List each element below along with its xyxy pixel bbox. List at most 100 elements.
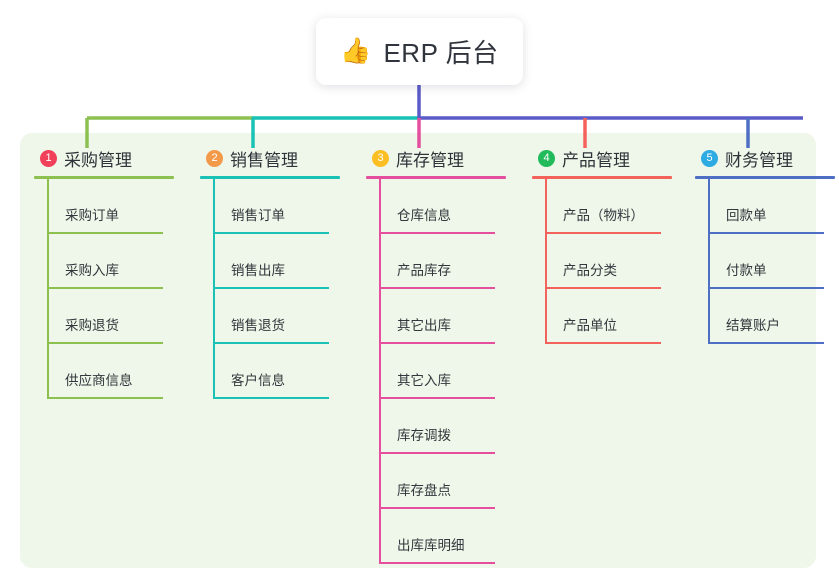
leaf-node-label: 回款单	[726, 208, 767, 223]
leaf-node-underline	[47, 232, 163, 234]
leaf-node-label: 产品（物料）	[563, 208, 644, 223]
branch-header-underline	[366, 176, 506, 179]
leaf-node-underline	[708, 342, 824, 344]
branch-items-4: 产品（物料） 产品分类产品单位	[545, 179, 686, 344]
root-node[interactable]: 👍 ERP 后台	[316, 18, 523, 85]
leaf-node-underline	[379, 342, 495, 344]
branch-number-badge: 3	[372, 149, 389, 167]
leaf-node[interactable]: 出库库明细	[379, 509, 520, 564]
leaf-node-label: 供应商信息	[65, 373, 133, 388]
branch-header-underline	[34, 176, 174, 179]
branch-header-5[interactable]: 5 财务管理	[689, 146, 839, 170]
branch-header-underline	[532, 176, 672, 179]
leaf-node[interactable]: 仓库信息	[379, 179, 520, 234]
branch-number-badge: 1	[40, 149, 57, 167]
leaf-node[interactable]: 销售出库	[213, 234, 354, 289]
branch-spine	[213, 179, 215, 399]
branch-title: 财务管理	[725, 150, 793, 170]
branch-items-1: 采购订单采购入库采购退货供应商信息	[47, 179, 188, 399]
leaf-node-underline	[708, 287, 824, 289]
leaf-node-label: 采购入库	[65, 263, 119, 278]
branch-spine	[379, 179, 381, 564]
leaf-node[interactable]: 库存调拨	[379, 399, 520, 454]
leaf-node[interactable]: 产品（物料）	[545, 179, 686, 234]
leaf-node-label: 库存调拨	[397, 428, 451, 443]
leaf-node[interactable]: 采购入库	[47, 234, 188, 289]
branch-header-3[interactable]: 3 库存管理	[360, 146, 520, 170]
leaf-node-underline	[213, 232, 329, 234]
branch-spine	[708, 179, 710, 344]
leaf-node-underline	[545, 287, 661, 289]
leaf-node[interactable]: 其它入库	[379, 344, 520, 399]
leaf-node-underline	[545, 232, 661, 234]
branches-panel	[20, 133, 816, 568]
leaf-node-label: 采购订单	[65, 208, 119, 223]
leaf-node-underline	[47, 287, 163, 289]
leaf-node-underline	[379, 452, 495, 454]
branch-column-5: 5 财务管理	[689, 146, 839, 179]
leaf-node[interactable]: 产品单位	[545, 289, 686, 344]
leaf-node-label: 结算账户	[726, 318, 780, 333]
leaf-node[interactable]: 付款单	[708, 234, 839, 289]
leaf-node-underline	[708, 232, 824, 234]
leaf-node-underline	[545, 342, 661, 344]
branch-spine	[545, 179, 547, 344]
leaf-node-underline	[379, 397, 495, 399]
branch-column-3: 3 库存管理	[360, 146, 520, 179]
leaf-node[interactable]: 客户信息	[213, 344, 354, 399]
leaf-node-underline	[47, 397, 163, 399]
branch-number-badge: 5	[701, 149, 718, 167]
branch-number-badge: 2	[206, 149, 223, 167]
leaf-node-label: 付款单	[726, 263, 767, 278]
branch-items-5: 回款单付款单结算账户	[708, 179, 839, 344]
leaf-node-label: 其它出库	[397, 318, 451, 333]
leaf-node-label: 产品库存	[397, 263, 451, 278]
leaf-node-label: 销售出库	[231, 263, 285, 278]
leaf-node[interactable]: 产品库存	[379, 234, 520, 289]
branch-number-badge: 4	[538, 149, 555, 167]
branch-title: 库存管理	[396, 150, 464, 170]
leaf-node[interactable]: 结算账户	[708, 289, 839, 344]
leaf-node-label: 采购退货	[65, 318, 119, 333]
leaf-node[interactable]: 采购订单	[47, 179, 188, 234]
branch-header-4[interactable]: 4 产品管理	[526, 146, 686, 170]
leaf-node[interactable]: 产品分类	[545, 234, 686, 289]
leaf-node-label: 产品分类	[563, 263, 617, 278]
branch-items-3: 仓库信息产品库存其它出库其它入库库存调拨库存盘点出库库明细	[379, 179, 520, 564]
leaf-node-underline	[213, 397, 329, 399]
leaf-node-label: 仓库信息	[397, 208, 451, 223]
branch-header-underline	[695, 176, 835, 179]
leaf-node-label: 客户信息	[231, 373, 285, 388]
leaf-node[interactable]: 供应商信息	[47, 344, 188, 399]
branch-header-1[interactable]: 1 采购管理	[28, 146, 188, 170]
leaf-node-underline	[213, 342, 329, 344]
branch-title: 产品管理	[562, 150, 630, 170]
branch-column-1: 1 采购管理	[28, 146, 188, 179]
branch-title: 采购管理	[64, 150, 132, 170]
root-node-label: ERP 后台	[383, 38, 499, 68]
leaf-node[interactable]: 其它出库	[379, 289, 520, 344]
leaf-node-label: 出库库明细	[397, 538, 465, 553]
leaf-node-label: 销售订单	[231, 208, 285, 223]
branch-column-4: 4 产品管理	[526, 146, 686, 179]
leaf-node-label: 其它入库	[397, 373, 451, 388]
branch-spine	[47, 179, 49, 399]
leaf-node[interactable]: 回款单	[708, 179, 839, 234]
leaf-node-underline	[213, 287, 329, 289]
thumbs-up-icon: 👍	[340, 37, 372, 65]
branch-header-underline	[200, 176, 340, 179]
leaf-node-underline	[379, 287, 495, 289]
leaf-node-underline	[379, 507, 495, 509]
leaf-node[interactable]: 销售订单	[213, 179, 354, 234]
leaf-node-underline	[379, 562, 495, 564]
branch-items-2: 销售订单销售出库销售退货客户信息	[213, 179, 354, 399]
leaf-node[interactable]: 销售退货	[213, 289, 354, 344]
leaf-node-label: 库存盘点	[397, 483, 451, 498]
leaf-node[interactable]: 采购退货	[47, 289, 188, 344]
leaf-node-underline	[47, 342, 163, 344]
leaf-node-label: 销售退货	[231, 318, 285, 333]
leaf-node[interactable]: 库存盘点	[379, 454, 520, 509]
